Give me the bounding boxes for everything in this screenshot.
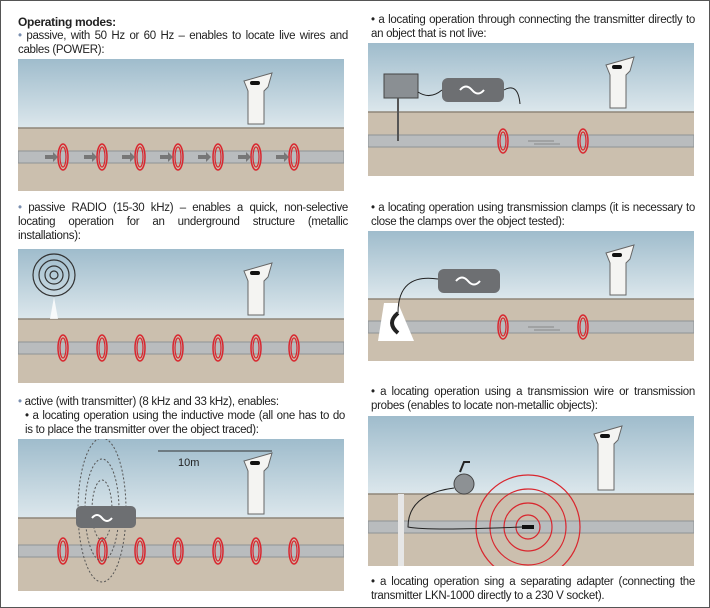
mode-probes: • a locating operation using a transmiss… bbox=[371, 386, 696, 412]
radio-wave bbox=[38, 259, 70, 291]
connection-box bbox=[383, 73, 419, 99]
field-ring bbox=[503, 502, 553, 552]
sky bbox=[368, 43, 694, 112]
illustration-clamps bbox=[368, 231, 694, 361]
current-arrow bbox=[238, 152, 251, 162]
current-arrow bbox=[122, 152, 135, 162]
mode-passive-radio: • passive RADIO (15-30 kHz) – enables a … bbox=[18, 202, 348, 242]
field-ring bbox=[134, 334, 146, 362]
current-arrow bbox=[84, 152, 97, 162]
clamp-icon bbox=[390, 311, 400, 335]
illustration-direct bbox=[368, 43, 694, 176]
field-ring bbox=[288, 334, 300, 362]
mode-text: a locating operation through connecting … bbox=[371, 14, 695, 40]
mode-active: • active (with transmitter) (8 kHz and 3… bbox=[18, 396, 279, 408]
current-arrow bbox=[160, 152, 173, 162]
field-ring bbox=[577, 128, 589, 154]
receiver-icon bbox=[593, 425, 623, 491]
field-ring bbox=[57, 537, 69, 565]
field-ring bbox=[250, 334, 262, 362]
receiver-icon bbox=[605, 244, 635, 296]
field-ring bbox=[497, 314, 509, 340]
field-ring bbox=[57, 334, 69, 362]
field-ring bbox=[288, 537, 300, 565]
illustration-probes bbox=[368, 416, 694, 566]
mode-text: passive, with 50 Hz or 60 Hz – enables t… bbox=[18, 30, 348, 56]
field-ring bbox=[475, 474, 581, 566]
section-heading: Operating modes: bbox=[18, 15, 116, 29]
mode-clamps: • a locating operation using transmissio… bbox=[371, 202, 695, 228]
field-ring bbox=[250, 537, 262, 565]
mode-text: passive RADIO (15-30 kHz) – enables a qu… bbox=[18, 202, 348, 242]
sky bbox=[18, 249, 344, 319]
radio-wave bbox=[49, 270, 59, 280]
illustration-passive-radio bbox=[18, 249, 344, 383]
mode-passive-power: • passive, with 50 Hz or 60 Hz – enables… bbox=[18, 30, 348, 56]
sky bbox=[368, 231, 694, 299]
field-ring bbox=[497, 128, 509, 154]
current-arrow bbox=[276, 152, 289, 162]
receiver-icon bbox=[605, 56, 635, 109]
mode-text: active (with transmitter) (8 kHz and 33 … bbox=[24, 396, 279, 408]
mode-direct: • a locating operation through connectin… bbox=[371, 14, 695, 40]
current-arrow bbox=[45, 152, 58, 162]
field-ring bbox=[212, 537, 224, 565]
cable-reel-icon bbox=[453, 473, 475, 495]
field-ring bbox=[577, 314, 589, 340]
mode-text: a locating operation using a transmissio… bbox=[371, 386, 696, 412]
receiver-icon bbox=[243, 452, 273, 515]
field-ring bbox=[489, 488, 567, 566]
field-ring bbox=[212, 334, 224, 362]
signal-arrow bbox=[528, 140, 560, 145]
field-ring bbox=[172, 537, 184, 565]
distance-label: 10m bbox=[178, 457, 200, 469]
radio-wave bbox=[32, 253, 76, 297]
field-ring bbox=[134, 537, 146, 565]
mode-text: a locating operation sing a separating a… bbox=[371, 576, 695, 602]
mode-adapter: • a locating operation sing a separating… bbox=[371, 576, 695, 602]
mode-inductive: • a locating operation using the inducti… bbox=[25, 410, 346, 436]
illustration-inductive: 10m bbox=[18, 439, 344, 591]
radio-wave bbox=[44, 265, 64, 285]
receiver-icon bbox=[243, 262, 273, 316]
receiver-icon bbox=[243, 72, 273, 125]
mode-text: a locating operation using transmission … bbox=[371, 202, 695, 228]
sky bbox=[18, 59, 344, 128]
sky bbox=[18, 439, 344, 518]
field-ring bbox=[212, 143, 224, 171]
mode-text: a locating operation using the inductive… bbox=[25, 410, 346, 436]
field-ring bbox=[96, 334, 108, 362]
field-ring bbox=[172, 334, 184, 362]
transmitter-icon bbox=[76, 506, 136, 528]
signal-arrow bbox=[528, 326, 560, 331]
sky bbox=[368, 416, 694, 494]
current-arrow bbox=[198, 152, 211, 162]
illustration-passive-power bbox=[18, 59, 344, 191]
